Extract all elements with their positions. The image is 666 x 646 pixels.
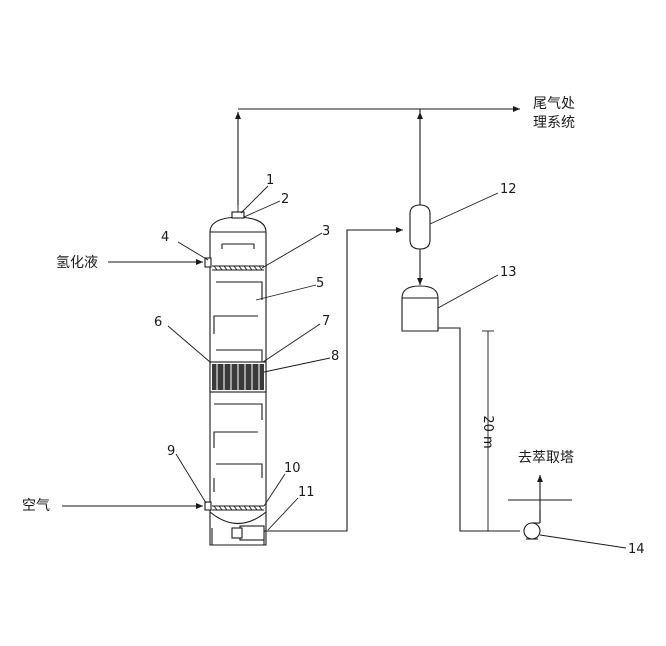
callout-6: 6 (154, 315, 162, 330)
height-dimension: 20 m (480, 330, 495, 532)
tail-gas-label-line2: 理系统 (533, 115, 575, 131)
gas-liquid-separator (409, 204, 431, 285)
height-label: 20 m (480, 415, 495, 448)
storage-tank (401, 285, 520, 532)
callout-13: 13 (500, 265, 517, 280)
air-label: 空气 (22, 498, 50, 514)
callout-10: 10 (284, 461, 301, 476)
oxidation-tower (204, 205, 267, 546)
callout-3: 3 (322, 224, 330, 239)
pump (508, 475, 572, 540)
tail-gas-label-line1: 尾气处 (533, 96, 575, 112)
callout-4: 4 (161, 230, 169, 245)
tail-gas-pipe (235, 106, 520, 205)
callout-2: 2 (281, 192, 289, 207)
callout-12: 12 (500, 182, 517, 197)
callout-9: 9 (167, 444, 175, 459)
hydrogenation-liquid-label: 氢化液 (56, 255, 98, 271)
bottom-outlet-pipe (264, 227, 403, 532)
callout-14: 14 (628, 542, 645, 557)
callout-11: 11 (298, 485, 315, 500)
callout-1: 1 (266, 173, 274, 188)
callout-5: 5 (316, 276, 324, 291)
leader-lines (167, 185, 627, 549)
to-extraction-label: 去萃取塔 (518, 450, 574, 466)
callout-7: 7 (322, 314, 330, 329)
callout-8: 8 (331, 349, 339, 364)
